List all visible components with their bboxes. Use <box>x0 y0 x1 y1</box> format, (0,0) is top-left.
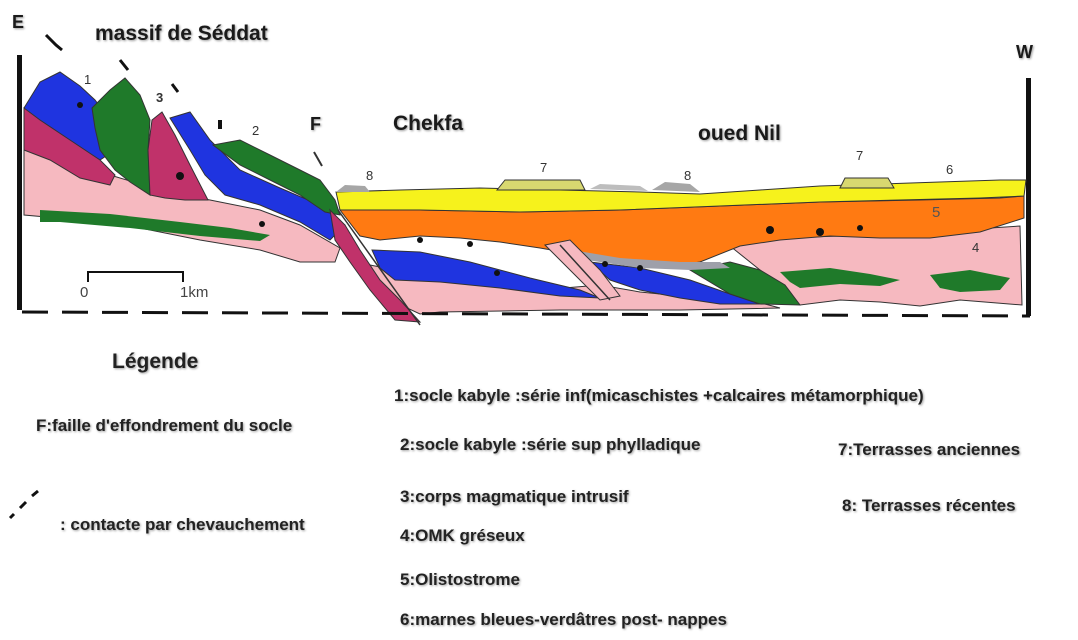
thrust-contact-symbol-icon <box>4 488 46 522</box>
unit-number-2: 2 <box>252 123 259 138</box>
thrust-tick-4 <box>218 120 222 129</box>
legend-thrust-item: : contacte par chevauchement <box>60 515 305 535</box>
thrust-tick-2 <box>120 60 128 70</box>
unit-number-5: 5 <box>932 204 940 221</box>
unit7-terrace-a <box>497 180 585 190</box>
unit-number-6: 6 <box>946 162 953 177</box>
legend-item-7: 7:Terrasses anciennes <box>838 440 1020 460</box>
legend-title: Légende <box>112 350 198 374</box>
scale-start-label: 0 <box>80 284 88 301</box>
unit8-terrace-a <box>336 185 370 192</box>
unit7-terrace-b <box>840 178 894 188</box>
legend-item-6: 6:marnes bleues-verdâtres post- nappes <box>400 610 727 630</box>
legend-item-8: 8: Terrasses récentes <box>842 496 1016 516</box>
unit-number-7b: 7 <box>856 148 863 163</box>
legend-item-5: 5:Olistostrome <box>400 570 520 590</box>
east-border-bar <box>17 55 22 310</box>
fault-f-label: F <box>310 114 321 135</box>
seddat-label: massif de Séddat <box>95 22 268 46</box>
legend-fault-item: F:faille d'effondrement du socle <box>36 416 292 436</box>
legend-item-1: 1:socle kabyle :série inf(micaschistes +… <box>394 386 924 406</box>
unit8-terrace-b <box>652 182 700 192</box>
geological-cross-section <box>0 0 1078 340</box>
base-dashed-line <box>22 312 1030 316</box>
unit-number-3: 3 <box>156 90 163 105</box>
unit-number-4: 4 <box>972 240 979 255</box>
unit-number-7a: 7 <box>540 160 547 175</box>
unit-number-8a: 8 <box>366 168 373 183</box>
unit-number-8b: 8 <box>684 168 691 183</box>
oued-nil-label: oued Nil <box>698 122 781 146</box>
unit-number-1: 1 <box>84 72 91 87</box>
thrust-tick-3 <box>172 84 178 92</box>
legend-item-4: 4:OMK gréseux <box>400 526 525 546</box>
scale-bar <box>88 272 183 282</box>
west-label: W <box>1016 42 1033 63</box>
chekfa-label: Chekfa <box>393 112 463 136</box>
east-label: E <box>12 12 24 33</box>
legend-item-2: 2:socle kabyle :série sup phylladique <box>400 435 700 455</box>
legend-item-3: 3:corps magmatique intrusif <box>400 487 629 507</box>
unit8-terrace-c <box>590 184 648 191</box>
scale-end-label: 1km <box>180 284 208 301</box>
fault-mark <box>314 152 322 166</box>
west-border-bar <box>1026 78 1031 316</box>
thrust-tick-1 <box>46 35 62 50</box>
